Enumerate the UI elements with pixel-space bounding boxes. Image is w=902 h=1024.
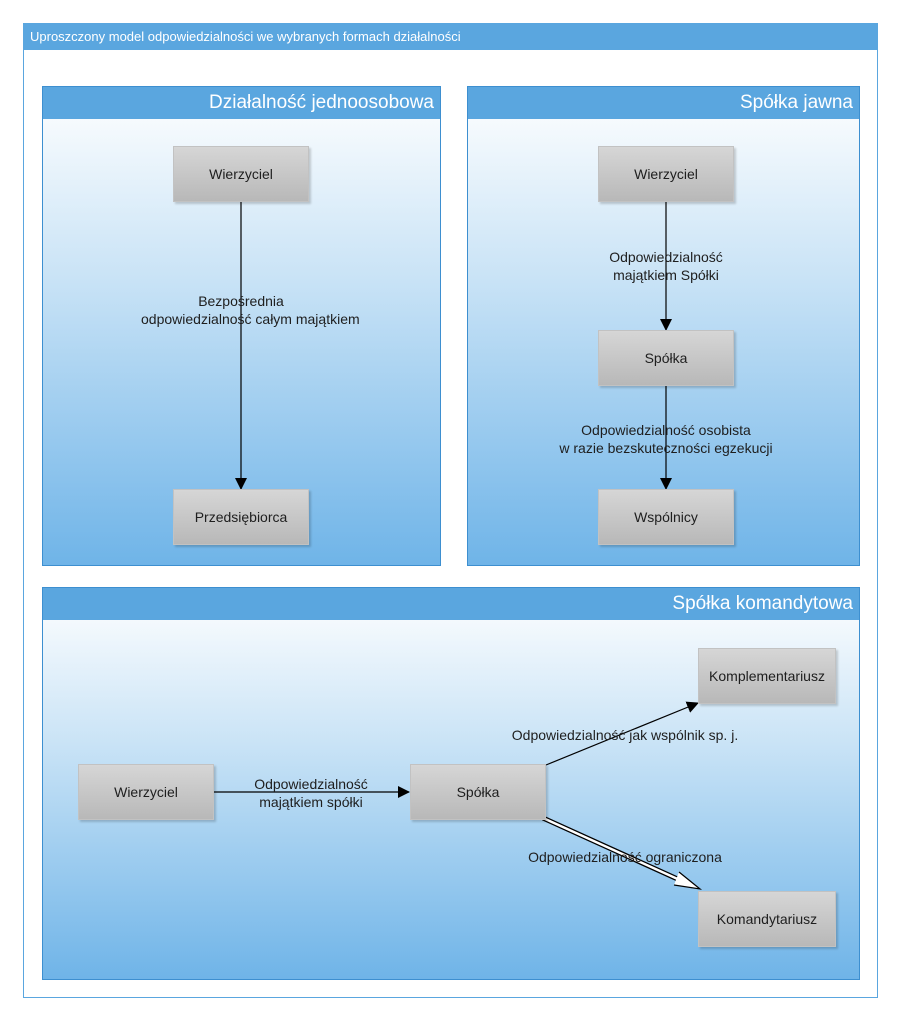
diagram-title: Uproszczony model odpowiedzialności we w… xyxy=(24,24,877,50)
edge-label-jawna-2: Odpowiedzialność osobista w razie bezsku… xyxy=(536,421,796,457)
node-kom-wierzyciel: Wierzyciel xyxy=(78,764,214,820)
edge-label-kom-2: Odpowiedzialność jak wspólnik sp. j. xyxy=(511,727,739,743)
node-jawna-wspolnicy: Wspólnicy xyxy=(598,489,734,545)
edge-label-kom-1-line1: Odpowiedzialność xyxy=(254,776,368,792)
edge-kom-spolka-komplementariusz xyxy=(545,701,699,766)
edge-label-jdg-line2: odpowiedzialność całym majątkiem xyxy=(141,311,360,327)
edge-label-jawna-1-line1: Odpowiedzialność xyxy=(609,249,723,265)
node-jdg-wierzyciel: Wierzyciel xyxy=(173,146,309,202)
edge-label-kom-1-line2: majątkiem spółki xyxy=(259,794,363,810)
node-kom-komandytariusz: Komandytariusz xyxy=(698,891,836,947)
node-kom-komplementariusz: Komplementariusz xyxy=(698,648,836,704)
edge-label-jdg-line1: Bezpośrednia xyxy=(198,293,284,309)
edge-kom-spolka-komandytariusz xyxy=(541,815,703,890)
edge-label-kom-1: Odpowiedzialność majątkiem spółki xyxy=(231,775,391,811)
edge-label-jawna-2-line2: w razie bezskuteczności egzekucji xyxy=(559,440,773,456)
node-kom-spolka: Spółka xyxy=(410,764,546,820)
node-jawna-spolka: Spółka xyxy=(598,330,734,386)
panel-jawna-title: Spółka jawna xyxy=(468,87,859,119)
node-jawna-wierzyciel: Wierzyciel xyxy=(598,146,734,202)
edge-label-jdg: Bezpośrednia odpowiedzialność całym mają… xyxy=(141,292,360,328)
panel-jdg-title: Działalność jednoosobowa xyxy=(43,87,440,119)
node-jdg-przedsiebiorca: Przedsiębiorca xyxy=(173,489,309,545)
panel-komandytowa-title: Spółka komandytowa xyxy=(43,588,859,620)
edge-label-jawna-1: Odpowiedzialność majątkiem Spółki xyxy=(566,248,766,284)
edge-label-jawna-2-line1: Odpowiedzialność osobista xyxy=(581,422,751,438)
edge-label-jawna-1-line2: majątkiem Spółki xyxy=(613,267,719,283)
edge-label-kom-3: Odpowiedzialność ograniczona xyxy=(528,849,722,865)
